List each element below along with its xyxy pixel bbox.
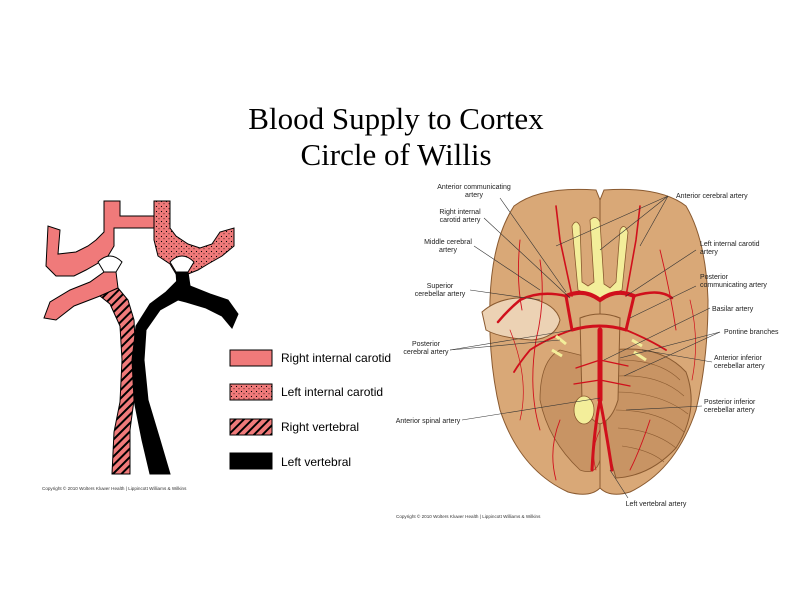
label-superior-cerebellar-2: cerebellar artery xyxy=(415,291,466,298)
legend-label-left-internal-carotid: Left internal carotid xyxy=(281,385,383,399)
label-superior-cerebellar-1: Superior xyxy=(427,283,454,290)
label-anterior-communicating-1: Anterior communicating xyxy=(437,184,511,191)
label-posterior-inferior-cerebellar-2: cerebellar artery xyxy=(704,407,755,414)
label-anterior-spinal: Anterior spinal artery xyxy=(396,418,461,425)
label-anterior-cerebral: Anterior cerebral artery xyxy=(676,193,748,200)
label-anterior-inferior-cerebellar-2: cerebellar artery xyxy=(714,363,765,370)
artery-network xyxy=(496,205,696,481)
slide-title-line-2: Circle of Willis xyxy=(300,137,492,172)
label-posterior-inferior-cerebellar-1: Posterior inferior xyxy=(704,399,756,406)
label-posterior-communicating-1: Posterior xyxy=(700,274,729,281)
label-left-internal-carotid-1: Left internal carotid xyxy=(700,241,760,248)
label-anterior-inferior-cerebellar-1: Anterior inferior xyxy=(714,355,763,362)
left-vertebral-vessel xyxy=(131,279,191,475)
brain-copyright: Copyright © 2010 Wolters Kluwer Health |… xyxy=(396,513,541,519)
label-middle-cerebral-2: artery xyxy=(439,247,457,254)
label-posterior-cerebral-2: cerebral artery xyxy=(403,349,449,356)
legend-label-right-vertebral: Right vertebral xyxy=(281,420,359,434)
legend-swatch-right-internal-carotid xyxy=(229,349,273,367)
temporal-lobe-cut xyxy=(481,297,561,341)
label-anterior-communicating-2: artery xyxy=(465,192,483,199)
label-right-internal-carotid-2: carotid artery xyxy=(440,217,481,224)
label-posterior-cerebral-1: Posterior xyxy=(412,341,441,348)
optic-nerves xyxy=(571,217,629,301)
slide-title-line-1: Blood Supply to Cortex xyxy=(248,101,544,136)
label-posterior-communicating-2: communicating artery xyxy=(700,282,767,289)
label-right-internal-carotid-1: Right internal xyxy=(439,209,481,216)
brain-illustration xyxy=(481,188,709,495)
label-middle-cerebral-1: Middle cerebral xyxy=(424,239,472,246)
right-vertebral-vessel xyxy=(99,287,137,475)
brain-labels: Anterior communicating artery Right inte… xyxy=(396,184,779,508)
label-left-vertebral: Left vertebral artery xyxy=(626,501,687,508)
legend-swatch-left-internal-carotid xyxy=(229,383,273,401)
leader-lines xyxy=(449,195,721,499)
left-internal-carotid-vessel xyxy=(153,200,235,281)
label-left-internal-carotid-2: artery xyxy=(700,249,718,256)
legend-swatch-right-vertebral xyxy=(229,418,273,436)
legend-label-left-vertebral: Left vertebral xyxy=(281,455,351,469)
legend-label-right-internal-carotid: Right internal carotid xyxy=(281,351,391,365)
legend-swatch-left-vertebral xyxy=(229,452,273,470)
schematic-legend: Right internal carotid Left internal car… xyxy=(229,349,391,470)
schematic-copyright: Copyright © 2010 Wolters Kluwer Health |… xyxy=(42,485,187,491)
label-pontine: Pontine branches xyxy=(724,329,779,336)
label-basilar: Basilar artery xyxy=(712,306,754,313)
schematic-vessels xyxy=(43,200,239,475)
